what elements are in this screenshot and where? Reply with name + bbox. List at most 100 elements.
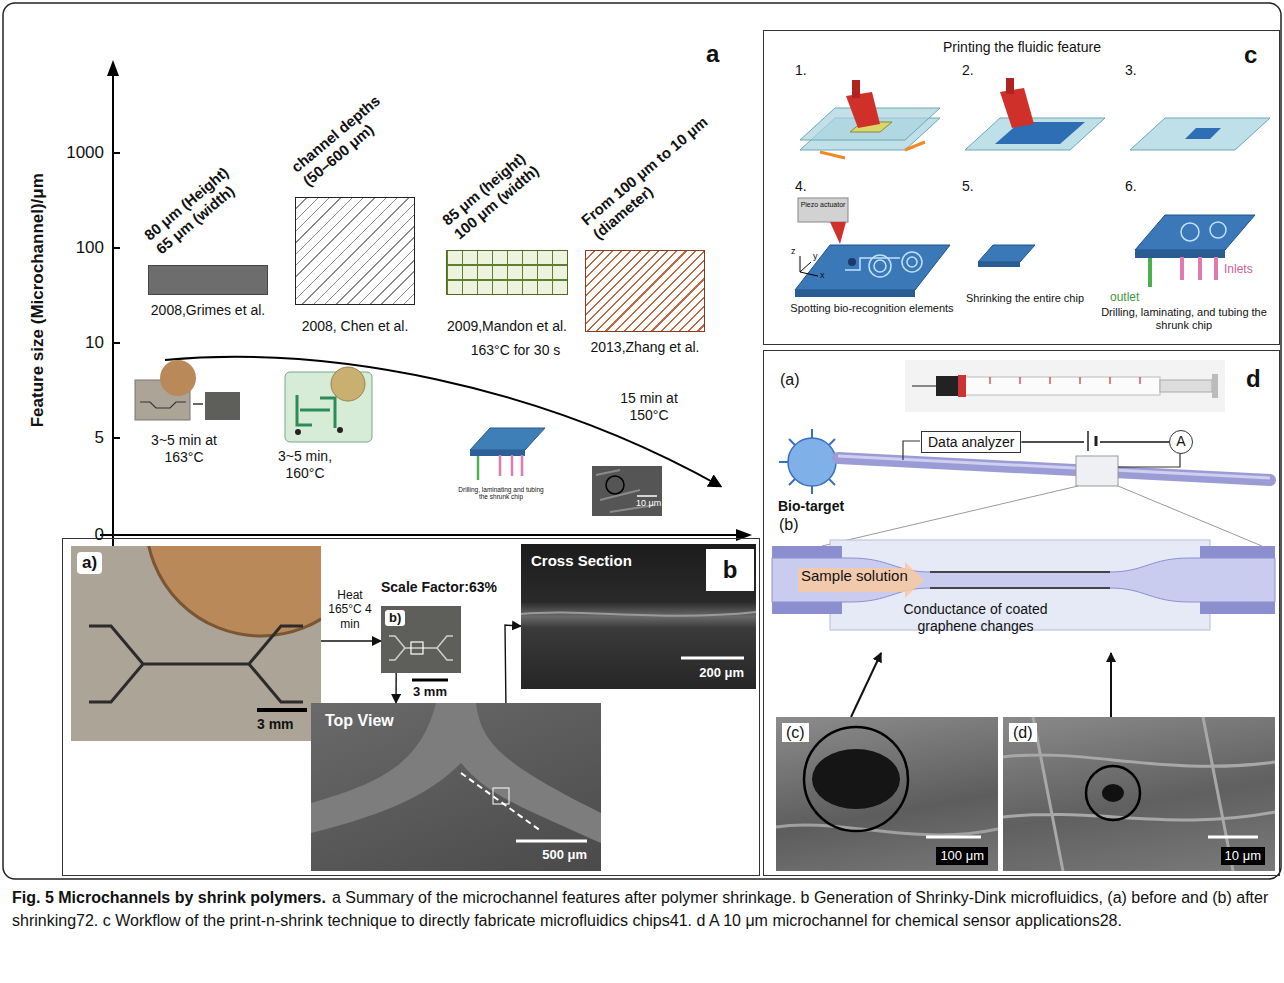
panel-tag: (b) — [779, 515, 799, 534]
thumbnail-grimes — [140, 402, 186, 408]
panel-letter: d — [1246, 365, 1261, 394]
print-step-2 — [1000, 88, 1034, 128]
print-step-6 — [1135, 250, 1225, 258]
component-label: A — [1170, 431, 1192, 452]
chart-axes — [736, 529, 752, 541]
thumbnail-label: Drilling, laminating and tubing the shru… — [455, 486, 547, 500]
print-step-4 — [800, 256, 801, 272]
annotation-label: 15 min at 150°C — [608, 390, 690, 424]
scale-label: 10 μm — [1221, 847, 1265, 865]
thumbnail-chen — [285, 367, 372, 442]
print-step-3 — [1130, 118, 1270, 150]
panel-image — [389, 648, 405, 660]
thumbnail-mandon — [470, 428, 545, 450]
print-step-4 — [798, 198, 848, 222]
panel-image — [1102, 784, 1124, 802]
annotation-label: 163°C for 30 s — [468, 342, 563, 359]
component-box: Data analyzer — [921, 431, 1021, 453]
chart-axes — [100, 60, 752, 548]
print-step-4 — [795, 198, 950, 297]
battery-symbol — [1087, 431, 1089, 451]
component-label: Piezo actuator — [800, 201, 846, 209]
panel-title: Printing the fluidic feature — [937, 39, 1107, 56]
print-step-2 — [965, 78, 1105, 150]
print-step-2 — [965, 118, 1105, 150]
zoom-line — [1118, 486, 1262, 546]
panel-image — [389, 636, 453, 660]
panel-letter: a — [706, 40, 719, 69]
syringe-photo — [905, 360, 1225, 412]
photo-panel: a)3 mm — [71, 546, 321, 741]
print-step-4 — [800, 262, 811, 272]
step-caption: Drilling, laminating, and tubing the shr… — [1098, 306, 1270, 332]
sensor-tube — [838, 458, 1270, 480]
syringe-photo — [905, 360, 1225, 412]
panel-image — [1086, 766, 1140, 820]
connector — [395, 673, 397, 703]
thumbnail-zhang — [592, 466, 662, 516]
scale-label: 200 μm — [699, 665, 744, 681]
axis-label: y — [813, 251, 818, 262]
panel-tag: (a) — [780, 370, 800, 389]
panel-image — [1208, 836, 1258, 839]
thumbnail-zhang — [592, 466, 662, 516]
scale-label: 10 μm — [636, 498, 661, 509]
step-number: 2. — [962, 62, 974, 79]
print-step-6 — [1135, 215, 1255, 287]
thumbnail-mandon — [521, 455, 524, 476]
annotation-label: 3~5 min, 160°C — [262, 448, 348, 482]
thumbnail-chen — [337, 427, 343, 433]
panel-image — [146, 546, 321, 636]
photo-panel: Scale Factor:63%b)3 mm — [381, 606, 461, 673]
panel-image — [437, 648, 453, 660]
panel-tag: (c) — [782, 723, 809, 742]
print-step-4 — [795, 290, 915, 297]
thumbnail-grimes — [193, 403, 203, 404]
syringe-photo — [936, 376, 960, 396]
connector — [321, 640, 381, 641]
print-step-6 — [1214, 257, 1218, 280]
print-step-4 — [845, 258, 900, 270]
print-step-2 — [1006, 78, 1014, 94]
scale-label: 100 μm — [936, 847, 988, 865]
channel-cross-section — [930, 587, 1110, 589]
panel-title: Top View — [325, 711, 394, 730]
zoom-line — [822, 486, 1078, 546]
print-step-2 — [995, 122, 1085, 144]
chart-axes — [113, 152, 120, 154]
data-bar: 85 μm (height) 100 μm (width)2009,Mandon… — [446, 250, 568, 295]
chart-axes — [100, 534, 738, 536]
scale-label: 3 mm — [413, 684, 447, 700]
step-number: 6. — [1125, 178, 1137, 195]
panel-image — [516, 840, 587, 843]
chart-axes — [113, 247, 120, 249]
tick-label: 0 — [40, 525, 104, 545]
tick-label: 1000 — [40, 143, 104, 163]
panel-image — [812, 749, 900, 809]
print-step-6 — [1135, 215, 1255, 250]
scale-label: 500 μm — [542, 847, 587, 863]
panel-image — [461, 773, 541, 831]
dimension-label: channel depths (50–600 μm) — [288, 82, 407, 190]
circuit-wire — [1118, 453, 1180, 467]
panel-image — [1003, 717, 1275, 871]
panel-image — [411, 642, 423, 654]
syringe-photo — [1160, 380, 1212, 392]
channel-cross-section — [930, 571, 1110, 573]
battery-symbol — [1084, 436, 1100, 446]
scale-bar — [412, 679, 448, 682]
print-step-4 — [907, 257, 917, 267]
axis-label: z — [791, 246, 796, 257]
annotation-label: Conductance of coated graphene changes — [893, 601, 1058, 635]
panel-image — [89, 626, 303, 664]
panel-image — [257, 708, 307, 712]
panel-image — [311, 703, 601, 843]
panel-image — [804, 727, 908, 831]
channel-illustration: (b)Sample solutionConductance of coated … — [773, 513, 1276, 653]
syringe-photo — [960, 377, 1160, 395]
panel-image — [249, 664, 303, 702]
print-step-4 — [795, 245, 950, 290]
print-step-5 — [978, 262, 1020, 267]
port-label: Inlets — [1224, 262, 1253, 276]
thumbnail-zhang — [606, 476, 624, 494]
